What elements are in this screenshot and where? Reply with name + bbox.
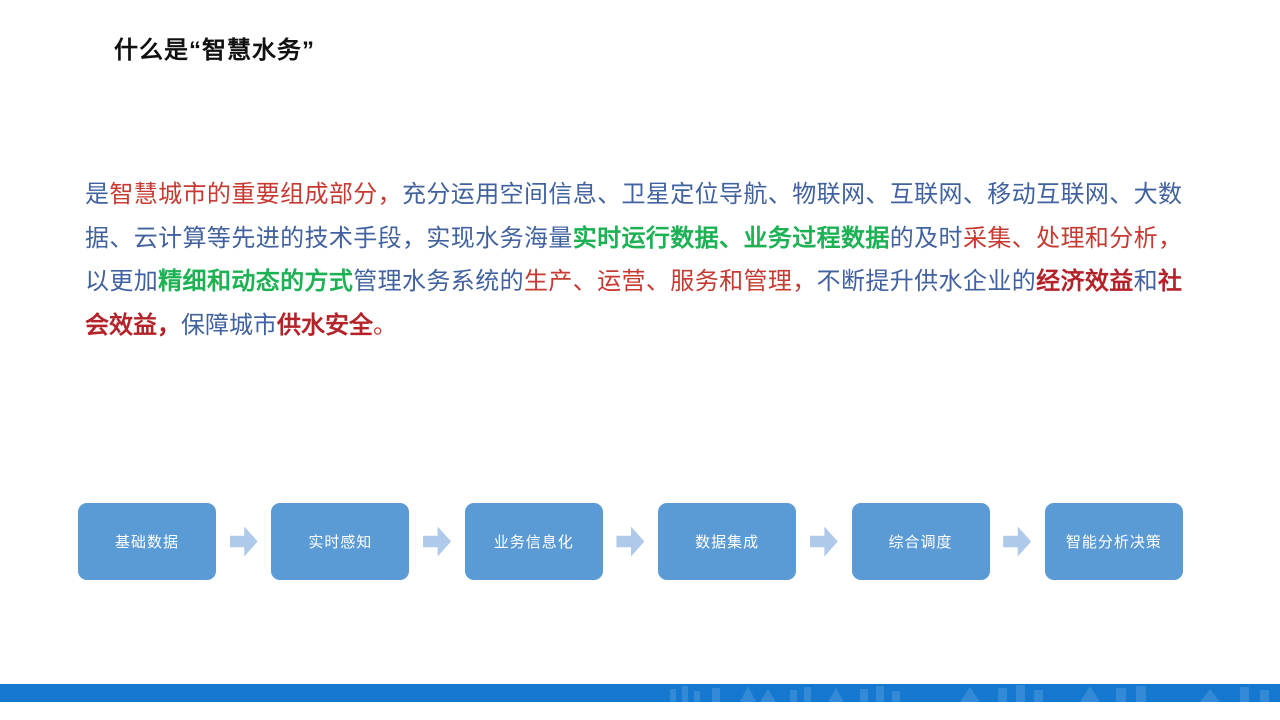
paragraph-segment: 。 — [373, 312, 397, 339]
flow-step-box: 数据集成 — [658, 503, 797, 580]
flow-arrow-icon — [809, 526, 838, 557]
paragraph-segment: 社会效益， — [85, 269, 1183, 339]
paragraph-segment: 和 — [1133, 269, 1159, 295]
footer-bar — [0, 684, 1280, 702]
paragraph-segment: 供水安全 — [277, 312, 373, 339]
paragraph-segment: 采集、处理和分析， — [962, 225, 1183, 252]
page-title: 什么是“智慧水务” — [114, 37, 315, 64]
flow-arrow-icon — [229, 526, 258, 557]
paragraph-segment: 不断提升供水企业的 — [816, 269, 1037, 295]
paragraph-segment: 生产、运营、服务和管理， — [523, 269, 817, 295]
paragraph-segment: 充分运用空间信息、卫星定位导航、物联网、互联网、移动互联网、大数据、云计算等先进… — [85, 182, 1183, 252]
flow-step-box: 实时感知 — [271, 503, 410, 580]
flow-row: 基础数据实时感知业务信息化数据集成综合调度智能分析决策 — [78, 503, 1183, 580]
paragraph-segment: 以更加 — [85, 269, 159, 295]
paragraph-segment: 管理水务系统的 — [353, 269, 524, 295]
flow-step-box: 综合调度 — [851, 503, 990, 580]
paragraph-segment: 精细和动态的方式 — [158, 269, 354, 295]
flow-arrow-icon — [423, 526, 452, 557]
flow-arrow-icon — [1003, 526, 1032, 557]
paragraph-segment: 的及时 — [889, 225, 963, 252]
flow-step-box: 业务信息化 — [464, 503, 603, 580]
flow-step-box: 智能分析决策 — [1044, 503, 1183, 580]
paragraph-segment: 实时运行数据、业务过程数据 — [572, 225, 890, 252]
body-paragraph: 是智慧城市的重要组成部分，充分运用空间信息、卫星定位导航、物联网、互联网、移动互… — [85, 174, 1182, 348]
paragraph-segment: 智慧城市的重要组成部分， — [109, 182, 403, 208]
paragraph-segment: 保障城市 — [181, 312, 277, 339]
flow-step-box: 基础数据 — [78, 503, 216, 580]
paragraph-segment: 是 — [85, 182, 110, 208]
paragraph-segment: 经济效益 — [1036, 269, 1134, 295]
flow-arrow-icon — [616, 526, 645, 557]
skyline-decoration — [670, 685, 1269, 702]
